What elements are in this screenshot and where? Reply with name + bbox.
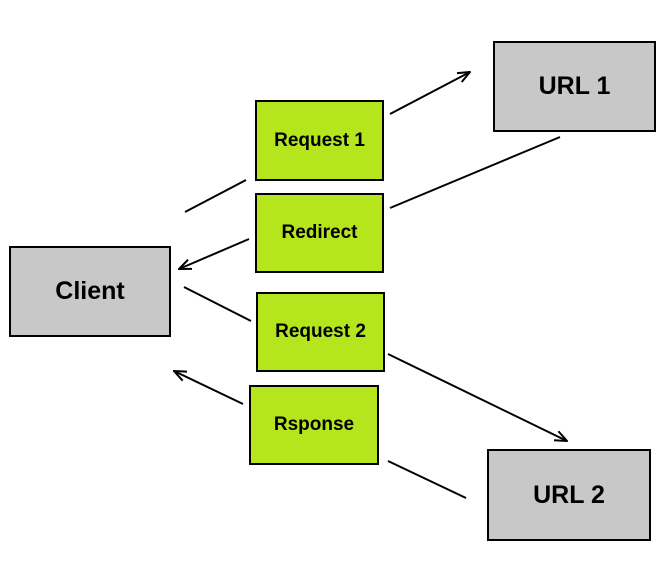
url2-label: URL 2 [533,480,605,509]
url1-box: URL 1 [493,41,656,132]
response-arrow-head [174,371,244,405]
client-label: Client [55,277,125,305]
response-box: Rsponse [249,385,379,465]
request2-box: Request 2 [256,292,385,372]
request1-arrow-head [389,72,470,115]
url2-box: URL 2 [487,449,651,541]
request2-arrow-tail [183,286,252,322]
redirect-box: Redirect [255,193,384,273]
request2-arrow-head [387,353,567,441]
client-box: Client [9,246,171,337]
redirect-arrow-head [179,238,250,269]
redirect-label: Redirect [281,222,358,243]
response-arrow-tail [387,460,467,499]
request1-box: Request 1 [255,100,384,181]
request1-arrow-tail [184,179,247,213]
request2-label: Request 2 [275,321,366,342]
request1-label: Request 1 [274,129,365,151]
response-label: Rsponse [273,414,355,435]
redirect-arrow-tail [389,136,561,209]
url1-label: URL 1 [538,72,611,100]
